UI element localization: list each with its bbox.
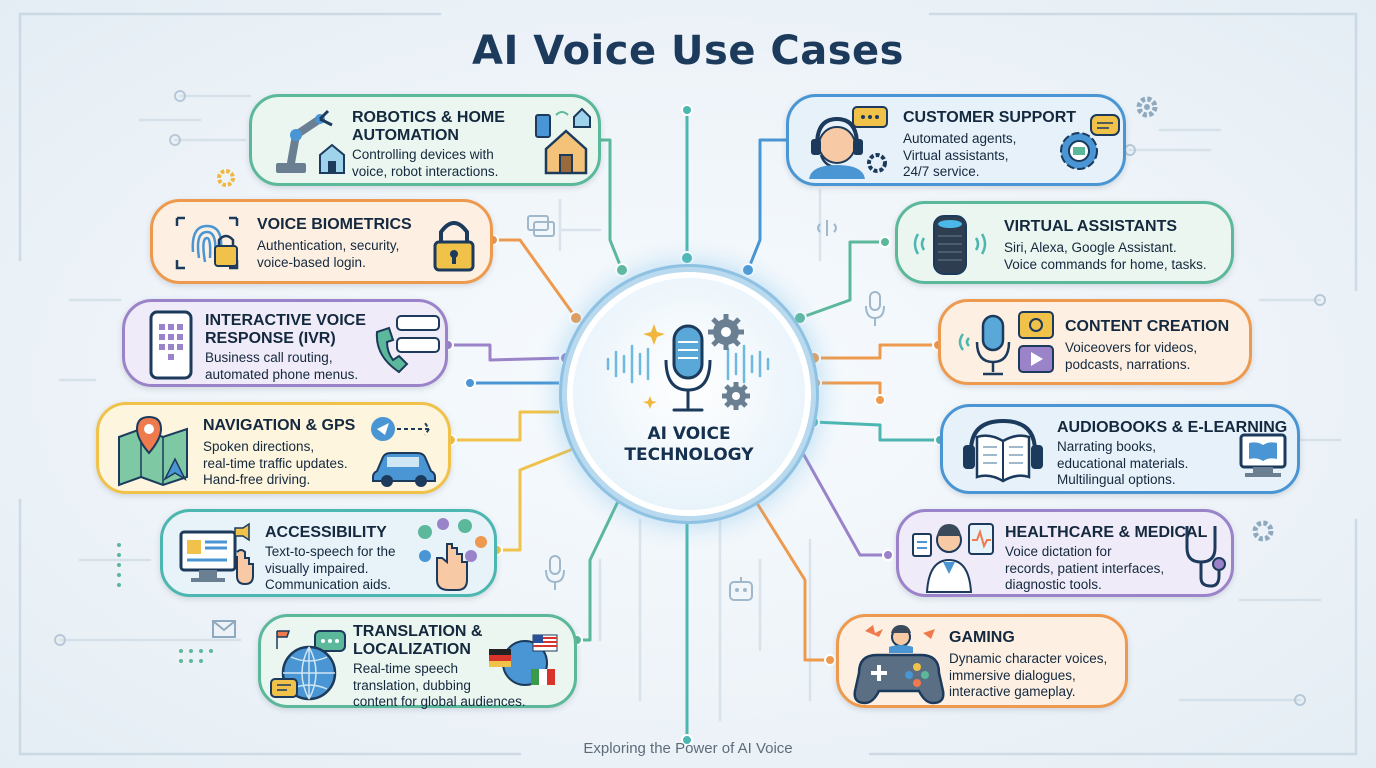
card-description: voice-based login. xyxy=(257,254,366,270)
card-description: interactive gameplay. xyxy=(949,684,1076,699)
center-label: AI VOICE TECHNOLOGY xyxy=(567,424,811,466)
card-title: TRANSLATION & xyxy=(353,623,483,640)
card-description: immersive dialogues, xyxy=(949,667,1076,683)
card-title: VOICE BIOMETRICS xyxy=(257,216,412,233)
globe-icon xyxy=(270,630,346,701)
small-microphone-icon xyxy=(545,555,565,590)
doctor-icon xyxy=(912,523,994,593)
card-description: content for global audiences. xyxy=(353,694,526,709)
card-content-creation: CONTENT CREATION Voiceovers for videos, … xyxy=(938,299,1252,385)
padlock-icon xyxy=(433,221,475,272)
card-title: VIRTUAL ASSISTANTS xyxy=(1004,218,1178,235)
card-title: ROBOTICS & HOME xyxy=(352,109,505,126)
gear-icon xyxy=(1252,520,1274,542)
card-audiobooks-elearning: AUDIOBOOKS & E-LEARNING Narrating books,… xyxy=(940,404,1300,494)
card-gaming: GAMING Dynamic character voices, immersi… xyxy=(836,614,1128,708)
card-description: podcasts, narrations. xyxy=(1065,356,1191,372)
card-description: automated phone menus. xyxy=(205,366,359,382)
card-title: GAMING xyxy=(949,629,1015,646)
card-description: Business call routing, xyxy=(205,350,333,365)
gear-chat-icon xyxy=(1060,114,1120,170)
card-description: voice, robot interactions. xyxy=(352,163,499,179)
open-book-icon xyxy=(963,418,1043,483)
card-description: diagnostic tools. xyxy=(1005,577,1102,592)
card-description: 24/7 service. xyxy=(903,164,980,179)
center-hub xyxy=(567,272,811,516)
card-description: Spoken directions, xyxy=(203,439,315,454)
card-title: INTERACTIVE VOICE xyxy=(205,312,366,329)
card-description: Voice dictation for xyxy=(1005,544,1112,559)
card-description: records, patient interfaces, xyxy=(1005,560,1165,576)
card-customer-support: CUSTOMER SUPPORT Automated agents, Virtu… xyxy=(786,94,1126,186)
dots-decoration xyxy=(117,543,121,587)
footer-caption: Exploring the Power of AI Voice xyxy=(583,740,793,757)
card-title: RESPONSE (IVR) xyxy=(205,330,336,347)
gear-icon xyxy=(1136,96,1158,118)
card-healthcare-medical: HEALTHCARE & MEDICAL Voice dictation for… xyxy=(896,509,1234,597)
dots-decoration xyxy=(179,649,213,663)
card-description: Virtual assistants, xyxy=(903,147,1009,163)
game-controller-icon xyxy=(853,625,945,705)
phone-keypad-icon xyxy=(149,310,193,380)
card-description: Siri, Alexa, Google Assistant. xyxy=(1004,240,1177,255)
page-title: AI Voice Use Cases xyxy=(472,28,904,74)
fingerprint-icon xyxy=(175,216,239,270)
headset-agent-icon xyxy=(809,106,888,179)
card-description: Voice commands for home, tasks. xyxy=(1004,256,1207,272)
center-label-line1: AI VOICE xyxy=(647,424,731,444)
card-title: HEALTHCARE & MEDICAL xyxy=(1005,524,1208,541)
flags-icon xyxy=(489,634,558,686)
card-title: CUSTOMER SUPPORT xyxy=(903,109,1077,126)
phone-handset-icon xyxy=(375,315,440,374)
card-title: LOCALIZATION xyxy=(353,641,471,658)
sound-wave-icon xyxy=(817,220,837,236)
card-virtual-assistants: VIRTUAL ASSISTANTS Siri, Alexa, Google A… xyxy=(895,201,1234,284)
gear-icon xyxy=(217,169,235,187)
envelope-icon xyxy=(212,620,236,638)
stethoscope-icon xyxy=(1185,526,1226,588)
card-description: translation, dubbing xyxy=(353,677,471,693)
card-accessibility: ACCESSIBILITY Text-to-speech for the vis… xyxy=(160,509,497,597)
card-interactive-voice-response: INTERACTIVE VOICE RESPONSE (IVR) Busines… xyxy=(122,299,448,387)
card-description: Hand-free driving. xyxy=(203,472,311,487)
smart-home-icon xyxy=(535,107,591,175)
card-description: Controlling devices with xyxy=(352,147,494,162)
robot-icon xyxy=(729,577,753,601)
card-description: Text-to-speech for the xyxy=(265,544,396,559)
card-description: Communication aids. xyxy=(265,577,392,592)
card-translation-localization: TRANSLATION & LOCALIZATION Real-time spe… xyxy=(258,614,577,709)
card-title: AUTOMATION xyxy=(352,127,459,144)
card-voice-biometrics: VOICE BIOMETRICS Authentication, securit… xyxy=(150,199,493,284)
center-label-line2: TECHNOLOGY xyxy=(624,445,754,465)
elearning-laptop-icon xyxy=(1239,433,1287,477)
card-title: CONTENT CREATION xyxy=(1065,318,1230,335)
card-description: Voiceovers for videos, xyxy=(1065,340,1198,355)
card-description: educational materials. xyxy=(1057,455,1189,471)
hand-gesture-icon xyxy=(418,518,487,591)
small-microphone-icon xyxy=(865,291,885,326)
card-title: NAVIGATION & GPS xyxy=(203,417,356,434)
podcast-mic-icon xyxy=(958,311,1054,376)
chat-bubble-icon xyxy=(527,215,555,237)
card-title: AUDIOBOOKS & E-LEARNING xyxy=(1057,419,1288,436)
smart-speaker-icon xyxy=(913,215,987,275)
card-description: visually impaired. xyxy=(265,560,369,576)
card-description: real-time traffic updates. xyxy=(203,455,348,471)
card-robotics-home-automation: ROBOTICS & HOME AUTOMATION Controlling d… xyxy=(249,94,601,186)
card-description: Dynamic character voices, xyxy=(949,651,1108,666)
card-title: ACCESSIBILITY xyxy=(265,524,387,541)
robot-arm-icon xyxy=(276,109,345,174)
car-icon xyxy=(371,417,436,487)
microphone-icon xyxy=(606,314,770,412)
card-description: Real-time speech xyxy=(353,661,459,676)
computer-speech-icon xyxy=(179,522,254,586)
card-description: Automated agents, xyxy=(903,131,1017,146)
card-description: Multilingual options. xyxy=(1057,472,1176,487)
card-navigation-gps: NAVIGATION & GPS Spoken directions, real… xyxy=(96,402,451,494)
card-description: Narrating books, xyxy=(1057,439,1157,454)
map-pin-icon xyxy=(118,415,188,487)
card-description: Authentication, security, xyxy=(257,238,400,253)
